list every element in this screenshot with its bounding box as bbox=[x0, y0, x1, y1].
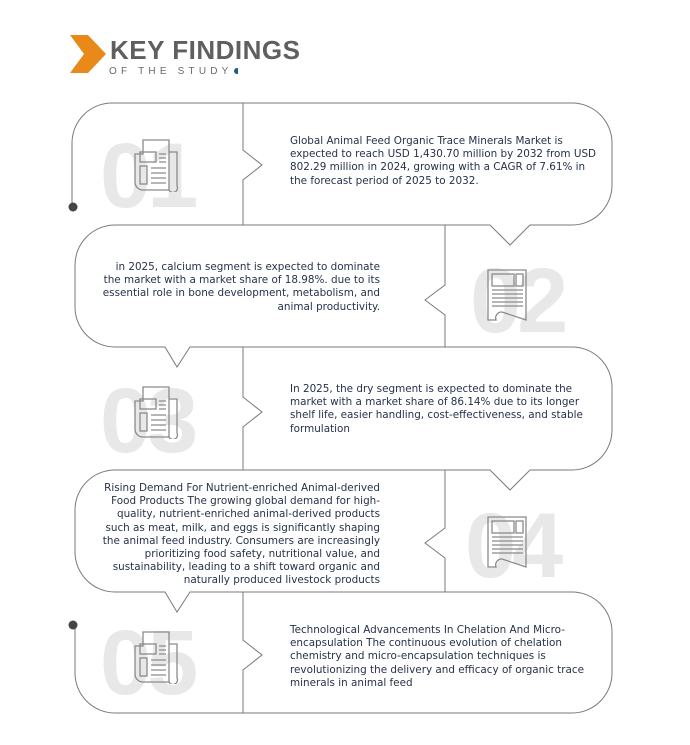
timeline-dot-start bbox=[68, 202, 78, 212]
accent-dot bbox=[233, 68, 238, 75]
page-title: KEY FINDINGS bbox=[110, 35, 301, 65]
finding-text-02: in 2025, calcium segment is expected to … bbox=[102, 261, 380, 313]
newspaper-icon bbox=[134, 139, 179, 192]
newspaper-icon bbox=[487, 269, 527, 321]
panel-outlines bbox=[71, 102, 613, 714]
finding-number-04: 04 bbox=[465, 495, 563, 597]
newspaper-icon bbox=[487, 516, 527, 568]
finding-text-03: In 2025, the dry segment is expected to … bbox=[290, 383, 583, 435]
finding-text-01: Global Animal Feed Organic Trace Mineral… bbox=[290, 135, 597, 187]
chevron-logo-icon bbox=[70, 35, 106, 73]
newspaper-icon bbox=[134, 631, 179, 684]
timeline-dot-end bbox=[68, 620, 78, 630]
finding-number-01: 01 bbox=[100, 125, 198, 227]
finding-text-04: Rising Demand For Nutrient-enriched Anim… bbox=[102, 482, 380, 587]
newspaper-icon bbox=[134, 386, 179, 439]
page-subtitle: OF THE STUDY bbox=[109, 66, 238, 77]
finding-text-05: Technological Advancements In Chelation … bbox=[290, 624, 584, 689]
finding-number-03: 03 bbox=[100, 370, 198, 472]
